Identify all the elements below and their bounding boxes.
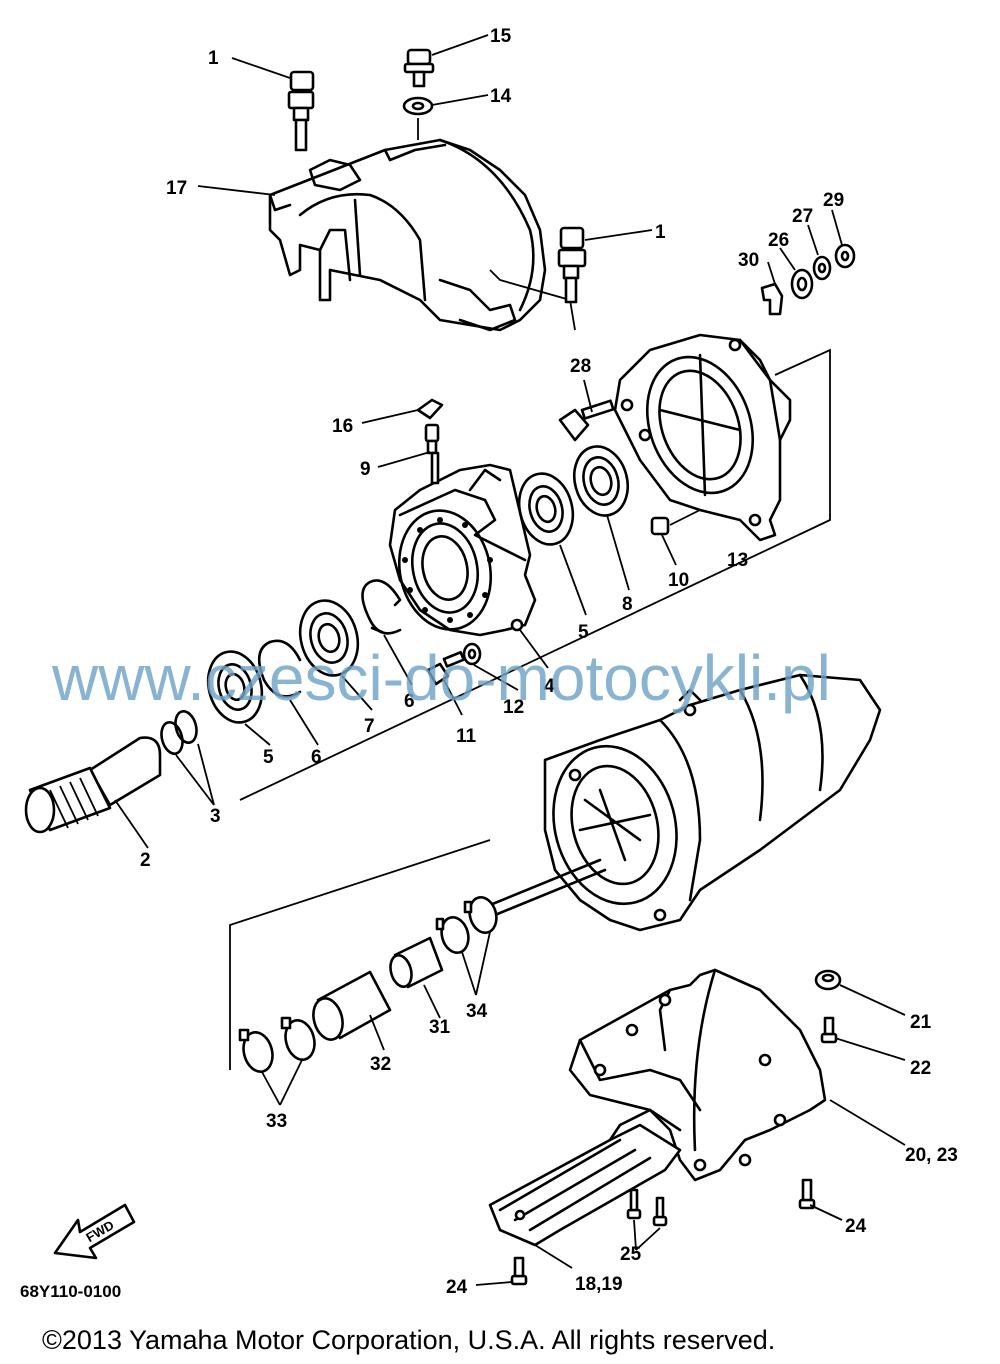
intake-duct-20-23 (568, 968, 827, 1182)
grease-fitting-9 (424, 423, 440, 485)
washer-27 (812, 255, 832, 281)
callout-28: 28 (570, 356, 591, 377)
callout-5-upper: 5 (578, 622, 589, 643)
callout-21: 21 (910, 1012, 932, 1033)
screw-24-right (798, 1178, 816, 1210)
screws-25 (626, 1188, 668, 1227)
callout-14: 14 (490, 86, 512, 107)
callout-16: 16 (332, 416, 353, 437)
callout-29: 29 (823, 190, 844, 211)
leader-lines (114, 34, 906, 1286)
nozzle-housing-13 (239, 333, 831, 801)
callout-25: 25 (620, 1244, 642, 1265)
impeller-shaft (488, 858, 607, 917)
collars-34 (435, 895, 498, 955)
watermark-text: www.czesci-do-motocykli.pl (51, 642, 831, 714)
circlip-6-lower (257, 639, 302, 698)
callout-31: 31 (429, 1017, 451, 1038)
callout-17: 17 (166, 178, 187, 199)
bearing-5-lower (206, 650, 264, 724)
cap-16 (416, 398, 444, 420)
callout-33: 33 (266, 1111, 287, 1132)
callout-30: 30 (738, 250, 759, 271)
bolt-15 (403, 48, 435, 88)
callout-7: 7 (364, 716, 375, 737)
screw-22 (820, 1016, 838, 1044)
callout-1-right: 1 (655, 222, 666, 243)
callout-18-19: 18,19 (575, 1274, 623, 1295)
callout-6-upper: 6 (404, 691, 415, 712)
pin-10 (650, 516, 670, 536)
callout-11: 11 (456, 726, 477, 747)
clamps-33 (229, 839, 491, 1073)
callout-9: 9 (360, 459, 371, 480)
forward-arrow-icon: FWD (53, 1203, 136, 1260)
callout-4-right: 4 (544, 676, 555, 697)
washer-26 (790, 268, 814, 300)
callout-32: 32 (370, 1054, 391, 1075)
callout-10: 10 (668, 570, 689, 591)
callout-20-23: 20, 23 (905, 1145, 958, 1166)
upper-cover-part (268, 138, 576, 332)
callout-1-top: 1 (208, 48, 219, 69)
sleeve-32 (312, 970, 392, 1041)
o-rings-3 (160, 710, 198, 755)
callout-13: 13 (727, 550, 748, 571)
callout-27: 27 (792, 206, 813, 227)
callout-5-lower: 5 (263, 747, 274, 768)
bolt-1-left (287, 70, 315, 152)
washer-12 (462, 642, 482, 666)
callout-6-lower: 6 (311, 747, 322, 768)
bearing-8 (573, 445, 629, 517)
intake-grate-18-19 (488, 1108, 682, 1247)
nut-29 (834, 243, 856, 269)
bearing-7 (298, 599, 360, 677)
callout-labels: 1 15 14 17 1 29 27 26 30 28 16 9 13 10 8… (140, 26, 958, 1298)
callout-3: 3 (210, 806, 221, 827)
diagram-code: 68Y110-0100 (20, 1282, 121, 1301)
callout-8: 8 (622, 594, 633, 615)
bolt-1-right (557, 226, 587, 304)
copyright-notice: ©2013 Yamaha Motor Corporation, U.S.A. A… (42, 1325, 775, 1355)
pump-casing (543, 673, 882, 932)
drive-shaft-2 (24, 736, 162, 834)
circlip-6-upper (361, 579, 402, 635)
washer-21 (814, 969, 842, 991)
callout-2: 2 (140, 850, 151, 871)
bearing-housing-4 (388, 463, 537, 637)
bolt-28 (558, 399, 615, 442)
washer-14 (402, 96, 434, 140)
callout-34: 34 (466, 1001, 488, 1022)
callout-15: 15 (490, 26, 512, 47)
callout-22: 22 (910, 1058, 931, 1079)
clip-30 (760, 282, 784, 316)
screw-24-lower (510, 1256, 528, 1286)
spacer-31 (389, 936, 444, 989)
callout-24-right: 24 (845, 1216, 867, 1237)
callout-24-lower: 24 (446, 1277, 468, 1298)
callout-12: 12 (503, 697, 524, 718)
bolt-11 (426, 650, 465, 686)
callout-26: 26 (768, 230, 789, 251)
